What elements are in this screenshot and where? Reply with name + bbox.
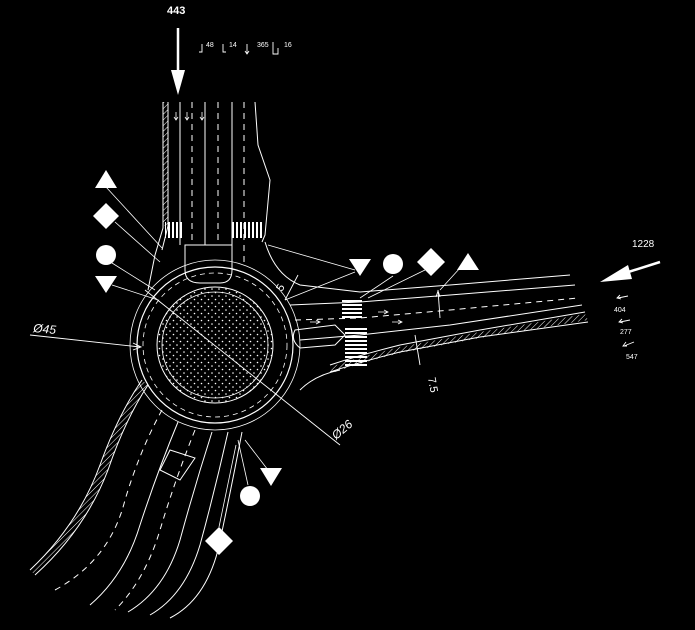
north-turn-arrows	[199, 42, 279, 55]
north-crosswalk-left	[165, 222, 183, 238]
warning-triangle-icon	[457, 253, 479, 270]
east-movement-3: 547	[626, 354, 638, 361]
north-crosswalk-right	[232, 222, 264, 238]
north-inbound-arrow	[171, 28, 185, 95]
yield-sign-icon	[349, 259, 371, 276]
north-total-volume: 443	[167, 5, 185, 17]
round-sign-icon	[240, 486, 260, 506]
north-movement-2: 14	[229, 42, 237, 49]
roundabout	[129, 259, 301, 431]
north-movement-1: 48	[206, 42, 214, 49]
east-crosswalk-bottom	[345, 328, 367, 368]
southwest-arm	[29, 379, 243, 619]
priority-road-icon	[417, 248, 445, 276]
outer-diameter-label: Ø45	[32, 321, 57, 337]
east-inbound-arrow	[600, 260, 661, 282]
yield-sign-icon	[260, 468, 282, 486]
north-movement-3: 365	[257, 42, 269, 49]
yield-sign-icon	[95, 276, 117, 293]
lane-width-b-label: 7.5	[425, 376, 439, 393]
priority-road-icon	[93, 203, 119, 229]
round-sign-icon	[383, 254, 403, 274]
east-total-volume: 1228	[632, 239, 655, 250]
east-movement-1: 404	[614, 307, 626, 314]
east-movement-2: 277	[620, 329, 632, 336]
warning-triangle-icon	[95, 170, 117, 188]
lane-width-a-label: 5	[274, 282, 287, 293]
east-crosswalk-top	[342, 298, 362, 320]
east-arm	[264, 241, 589, 391]
north-movement-4: 16	[284, 42, 292, 49]
round-sign-icon	[96, 245, 116, 265]
east-turn-arrows	[616, 294, 635, 347]
north-arm	[147, 101, 271, 291]
priority-road-icon	[205, 527, 233, 555]
